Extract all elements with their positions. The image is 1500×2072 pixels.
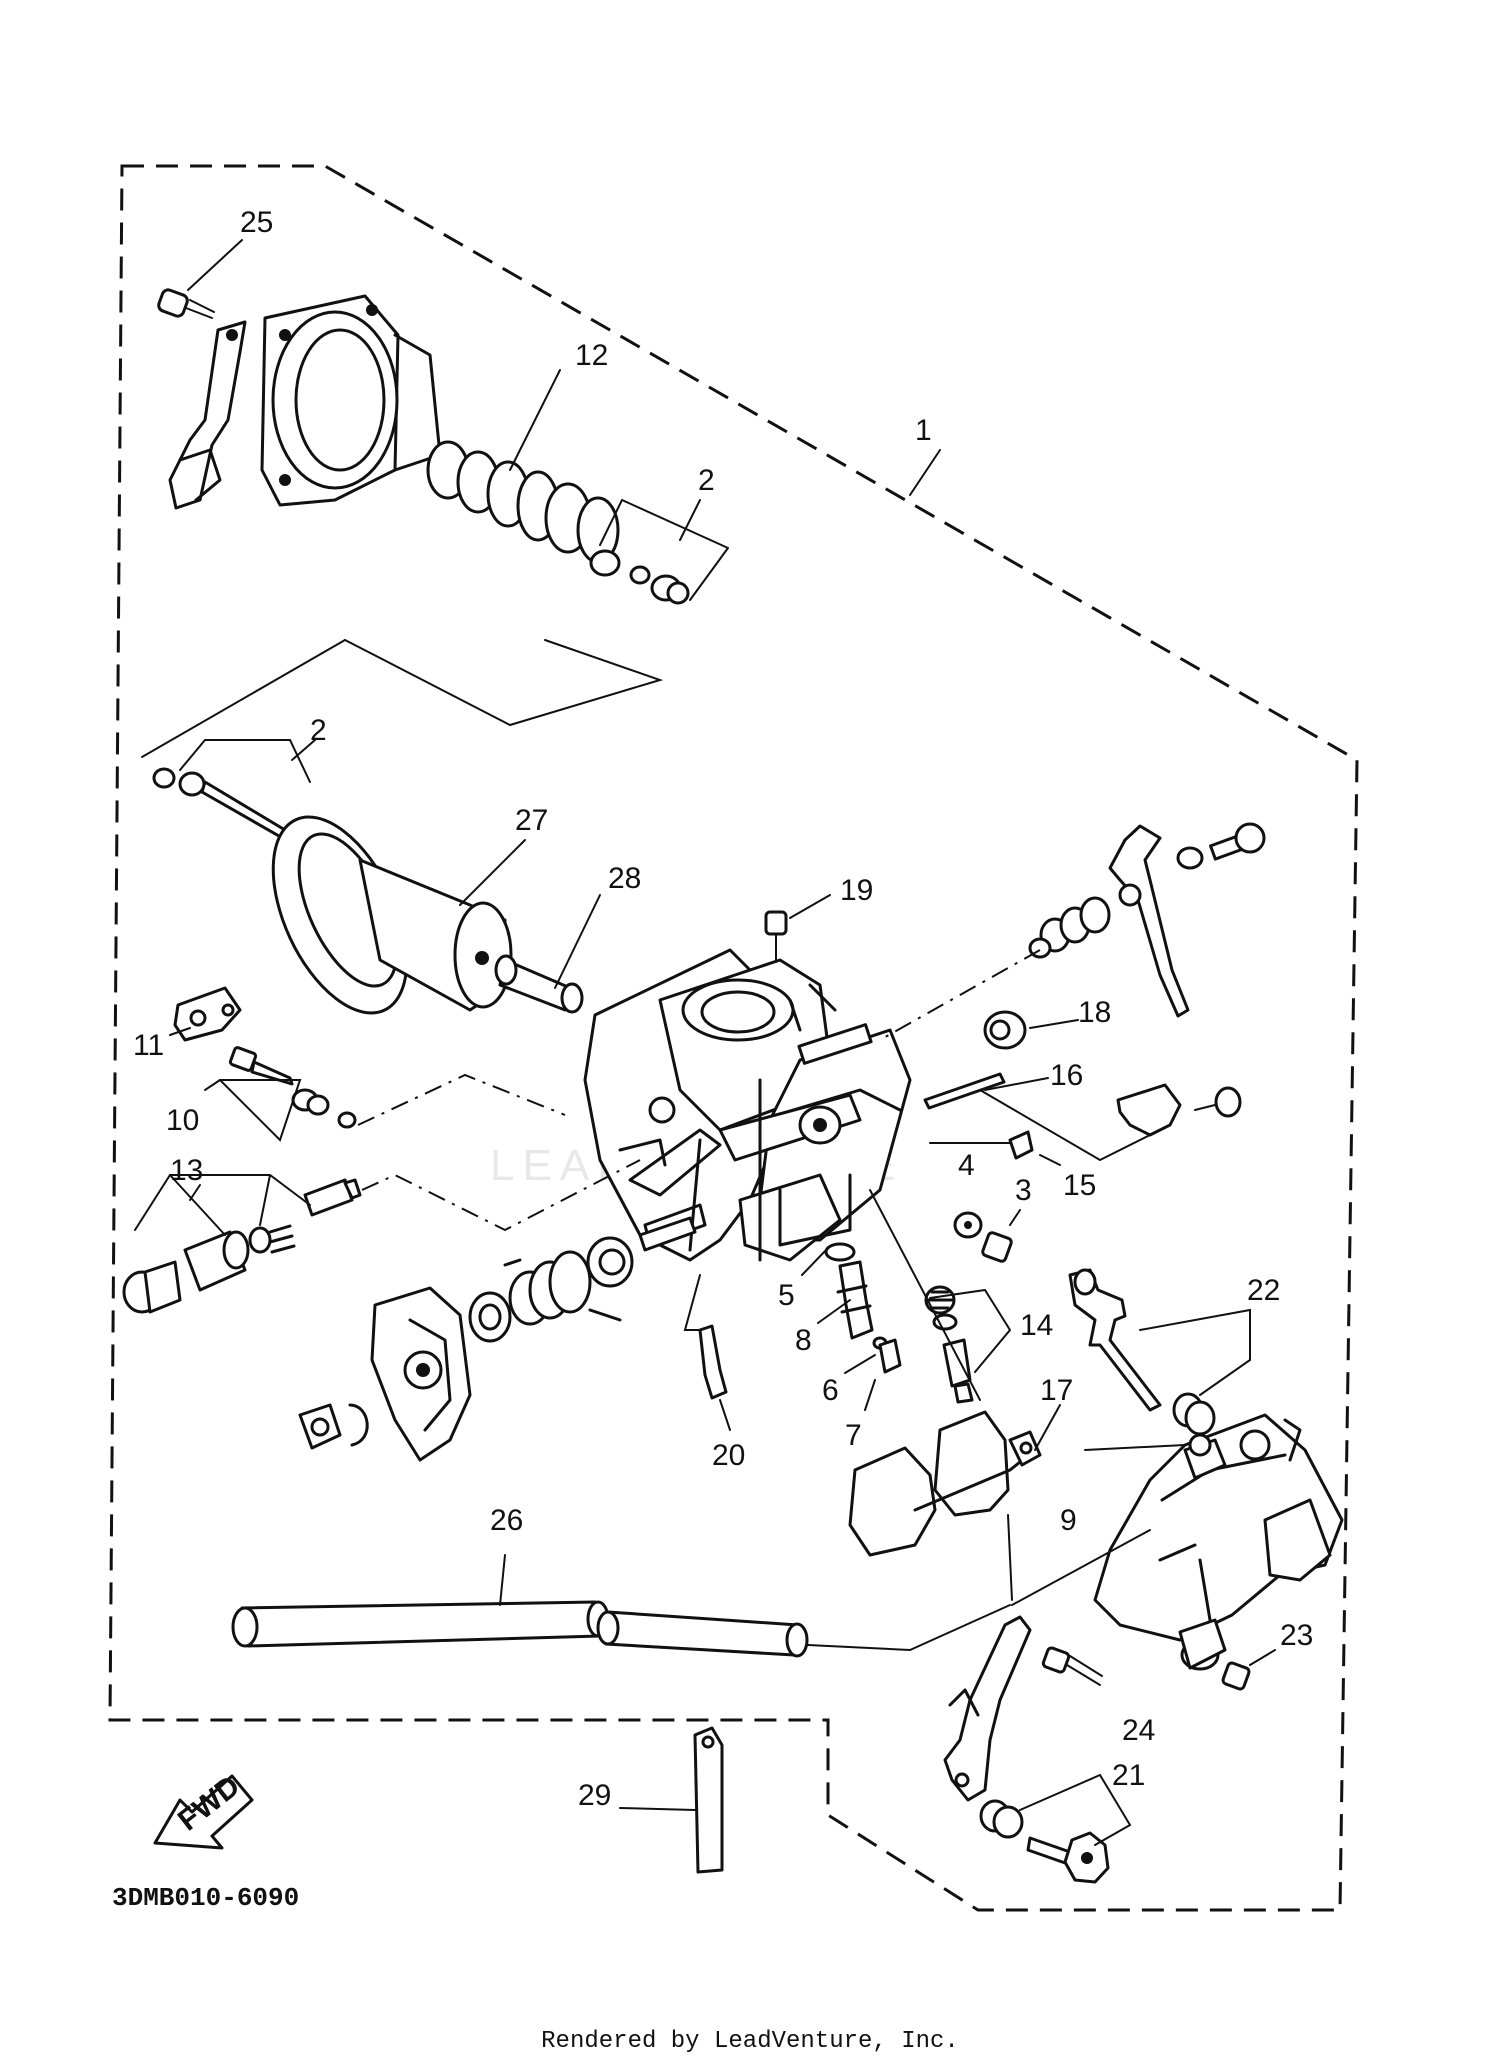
oring-5 [824, 1242, 856, 1262]
collar-18 [983, 1010, 1027, 1050]
lever-screw [1176, 822, 1266, 870]
adjuster-21 [979, 1773, 1132, 1884]
leader-bowl [1011, 1529, 1151, 1606]
bracket-line-left [141, 639, 346, 758]
holder-8 [836, 1260, 874, 1340]
callout-9: 9 [1060, 1504, 1077, 1537]
assembly-boundary [108, 164, 1359, 1912]
screw-23 [1221, 1649, 1276, 1691]
washer-4 [953, 1211, 983, 1239]
diagram-code: 3DMB010-6090 [112, 1883, 299, 1913]
callout-22: 22 [1247, 1274, 1280, 1307]
callout-18: 18 [1078, 996, 1111, 1029]
carburetor-body [583, 948, 912, 1262]
callout-6: 6 [822, 1374, 839, 1407]
throttle-bracket-25 [168, 320, 247, 510]
screw-19 [764, 894, 831, 963]
fwd-arrow-icon: FWD [153, 1769, 254, 1850]
callout-25: 25 [240, 206, 273, 239]
callout-8: 8 [795, 1324, 812, 1357]
axis-needle [357, 1073, 566, 1126]
hose-26 [231, 1600, 1011, 1658]
bracket-lines-upper [344, 639, 664, 727]
callout-7: 7 [845, 1419, 862, 1452]
strip-29 [693, 1726, 724, 1874]
callout-15: 15 [1063, 1169, 1096, 1202]
callout-2-lower: 2 [310, 714, 327, 747]
callout-leaders [169, 239, 1079, 1811]
callout-20: 20 [712, 1439, 745, 1472]
callout-29: 29 [578, 1779, 611, 1812]
throttle-drum [370, 1286, 472, 1462]
callout-12: 12 [575, 339, 608, 372]
nut-washer-lower-left [298, 1403, 369, 1450]
needle-10 [219, 1046, 357, 1142]
callout-23: 23 [1280, 1619, 1313, 1652]
leader-bowl-top [1084, 1444, 1186, 1451]
return-spring [1028, 896, 1111, 959]
callout-14: 14 [1020, 1309, 1053, 1342]
axis-plunger [361, 1159, 641, 1232]
callout-4: 4 [958, 1149, 975, 1182]
callout-16: 16 [1050, 1059, 1083, 1092]
screw-15 [929, 1130, 1061, 1166]
jet-20 [683, 1274, 728, 1400]
bracket-right [979, 1083, 1242, 1162]
callout-2-upper: 2 [698, 464, 715, 497]
leader-axis-float [869, 1189, 981, 1401]
plate-11 [173, 986, 242, 1042]
callout-numbers: 1 2 2 3 4 5 6 7 8 9 10 11 12 13 14 15 16… [133, 206, 1313, 1812]
callout-19: 19 [840, 874, 873, 907]
callout-11: 11 [133, 1029, 164, 1062]
screw-24 [1041, 1646, 1103, 1686]
needle-set-2-upper [589, 499, 729, 605]
callout-13: 13 [170, 1154, 203, 1187]
leader-1 [909, 449, 941, 496]
float-bowl-9 [1093, 1413, 1344, 1671]
jet-7 [864, 1338, 902, 1411]
float-17 [848, 1410, 1042, 1557]
throttle-lever [1108, 824, 1190, 1018]
callout-10: 10 [166, 1104, 199, 1137]
screw-3 [981, 1209, 1021, 1263]
pilot-screw-22 [1068, 1268, 1251, 1436]
intake-flange [260, 294, 442, 507]
footer-credit: Rendered by LeadVenture, Inc. [541, 2028, 959, 2055]
bracket-lower-right [943, 1615, 1032, 1802]
callout-17: 17 [1040, 1374, 1073, 1407]
callout-1: 1 [915, 414, 932, 447]
needle-valve-14 [924, 1285, 1012, 1404]
diaphragm-piston-27 [271, 815, 513, 1015]
pin-16 [923, 1072, 1006, 1110]
callout-27: 27 [515, 804, 548, 837]
screw-25 [157, 288, 215, 319]
spring-12 [426, 440, 620, 564]
callout-26: 26 [490, 1504, 523, 1537]
cylinder-28 [494, 954, 584, 1014]
callout-3: 3 [1015, 1174, 1032, 1207]
callout-28: 28 [608, 862, 641, 895]
axis-spring [879, 949, 1041, 1041]
plunger-13 [122, 1174, 362, 1314]
callout-21: 21 [1112, 1759, 1145, 1792]
callout-5: 5 [778, 1279, 795, 1312]
spring-drum [468, 1216, 697, 1343]
callout-24: 24 [1122, 1714, 1155, 1747]
